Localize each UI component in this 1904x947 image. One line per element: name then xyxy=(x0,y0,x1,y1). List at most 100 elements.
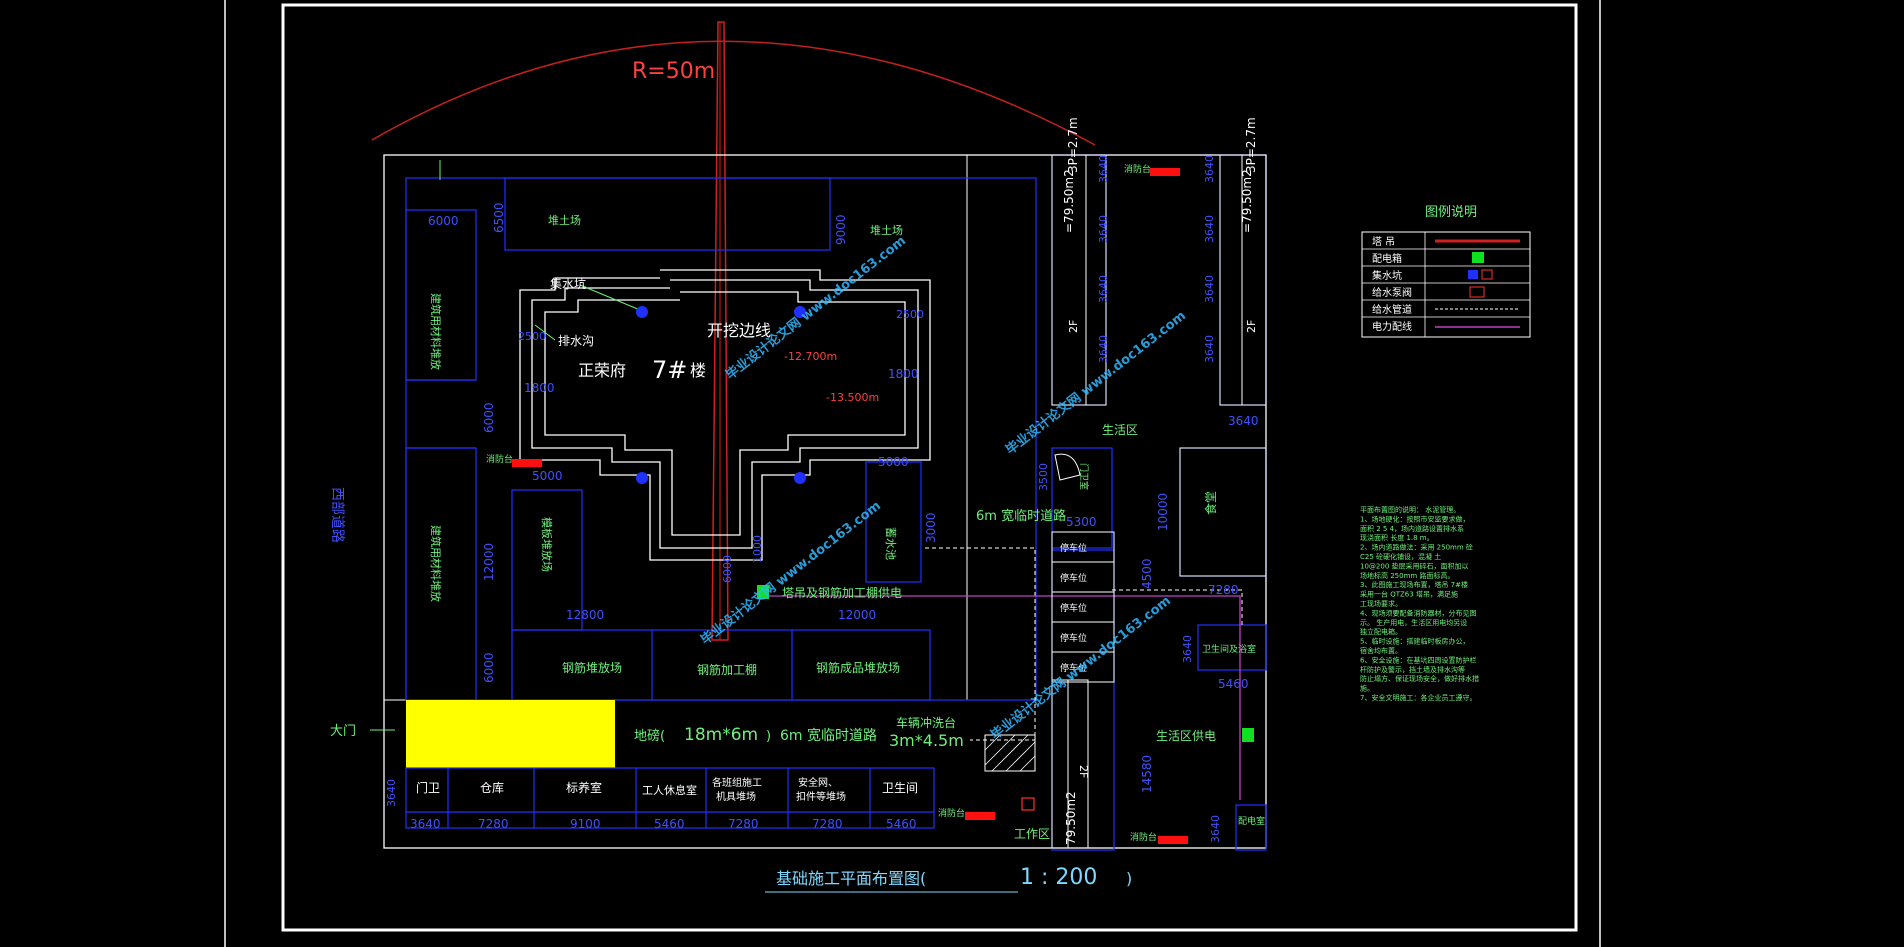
power-room-label: 配电室 xyxy=(1238,815,1265,827)
bottom-buildings xyxy=(405,767,935,829)
legend-label-0: 塔 吊 xyxy=(1372,235,1395,248)
dim-6000-left: 6000 xyxy=(482,402,496,433)
note-line: 防止塌方、保证现场安全，做好排水措 xyxy=(1360,674,1479,683)
living-power-label: 生活区供电 xyxy=(1156,729,1216,743)
dim-3640-toilet: 3640 xyxy=(1181,635,1194,663)
sump-marker-1 xyxy=(636,306,648,318)
sump-marker-2 xyxy=(794,306,806,318)
fire-label-2: 消防台 xyxy=(1124,163,1151,175)
dorm-right-span: 3P=2.7m xyxy=(1244,117,1258,173)
building-name: 正荣府 xyxy=(578,361,626,380)
note-line: 7、安全文明施工：各企业员工遵守。 xyxy=(1360,693,1476,702)
dim-3000: 3000 xyxy=(924,512,938,543)
west-road-label: 西部道路 xyxy=(329,487,345,543)
dim-3640-gate: 3640 xyxy=(385,779,398,807)
note-line: 2、场内道路做法：采用 250mm 砼 xyxy=(1360,543,1473,552)
excavation-line-label: 开挖边线 xyxy=(707,321,771,340)
excavation-outline xyxy=(519,269,931,561)
legend-box-symbol xyxy=(1472,252,1484,263)
rebar-product-label: 钢筋成品堆放场 xyxy=(816,660,900,675)
wash-bay xyxy=(984,734,1036,772)
bottom-cell-1: 门卫 xyxy=(416,780,440,795)
dorm-bottom-area: 79.50m2 xyxy=(1064,791,1078,845)
dim-1800-right: 1800 xyxy=(888,367,919,381)
note-line: 杆防护及警示，挡土墙及排水沟等 xyxy=(1360,665,1465,674)
dim-12000-bottom: 12000 xyxy=(838,608,876,622)
dim-2500-right: 2500 xyxy=(896,308,924,321)
fire-label-1: 消防台 xyxy=(486,453,513,465)
leader-lines xyxy=(370,160,641,731)
dorm-right-floor: 2F xyxy=(1245,320,1258,333)
dorm-left-floor: 2F xyxy=(1067,320,1080,333)
bottom-cell-2: 仓库 xyxy=(480,780,504,795)
dim-7280-right: 7280 xyxy=(1208,583,1239,597)
legend-label-4: 给水管道 xyxy=(1372,303,1412,316)
legend-valve-symbol xyxy=(1469,286,1485,298)
road-6m-right-label: 6m 宽临时道路 xyxy=(976,508,1066,524)
road-size-label: 18m*6m xyxy=(684,725,758,745)
drawing-frame xyxy=(281,3,1578,932)
sump-marker-4 xyxy=(794,472,806,484)
road-6m-bottom-label: 6m 宽临时道路 xyxy=(780,727,877,744)
dim-4500: 4500 xyxy=(1140,558,1154,589)
dim-dorm-r-2: 3640 xyxy=(1203,215,1216,243)
dorm-left-area: =79.50m2 xyxy=(1062,169,1076,233)
dim-2500-left: 2500 xyxy=(518,330,546,343)
construction-notes: 平面布置图的说明： 水泥管理。1、场地硬化：按照市安监要求做，面积 2 5 4，… xyxy=(1360,505,1479,702)
wash-size-label: 3m*4.5m xyxy=(889,731,964,750)
note-line: 面积 2 5 4，场内道路设置排水系 xyxy=(1360,524,1464,533)
bottom-dim-3: 9100 xyxy=(570,817,601,831)
dim-5300: 5300 xyxy=(1066,515,1097,529)
parking-slot-5: 停车位 xyxy=(1060,662,1087,674)
bottom-cell-6-b: 扣件等堆场 xyxy=(796,790,846,803)
dim-dorm-r-3: 3640 xyxy=(1203,275,1216,303)
level-label-1: -12.700m xyxy=(784,350,837,363)
dorm-left-span: 3P=2.7m xyxy=(1066,117,1080,173)
rebar-pile-label: 钢筋堆放场 xyxy=(562,660,622,675)
dim-6500: 6500 xyxy=(492,202,506,233)
sump-marker-3 xyxy=(636,472,648,484)
dim-10000: 10000 xyxy=(1156,493,1170,531)
water-valve xyxy=(1021,797,1035,811)
toilet-label: 卫生间及浴室 xyxy=(1202,643,1256,655)
legend-sump-symbol-2 xyxy=(1481,269,1493,280)
rebar-shed-label: 钢筋加工棚 xyxy=(697,662,757,677)
crane-power-label: 塔吊及钢筋加工棚供电 xyxy=(782,585,902,600)
material-left-bottom-label: 建筑用材料堆放 xyxy=(429,525,443,602)
dim-12000-left: 12000 xyxy=(482,543,496,581)
dim-6000-top: 6000 xyxy=(428,214,459,228)
legend-sump-symbol xyxy=(1468,270,1478,279)
drain-label: 排水沟 xyxy=(558,334,594,348)
distribution-box-2 xyxy=(1242,728,1254,742)
template-area-label: 模板堆放场 xyxy=(540,517,554,572)
bottom-dim-1: 3640 xyxy=(410,817,441,831)
bottom-dim-5: 7280 xyxy=(728,817,759,831)
note-line: 场地标高 250mm 路面标高。 xyxy=(1360,571,1454,580)
legend: 图例说明 塔 吊 配电箱 集水坑 给水泵阀 给水管道 电力配线 xyxy=(1361,205,1531,338)
work-zone-label: 工作区 xyxy=(1014,827,1050,841)
drawing-title: 基础施工平面布置图( xyxy=(776,869,926,888)
soil-area-label: 堆土场 xyxy=(548,213,581,227)
gate-label: 大门 xyxy=(330,724,356,739)
dim-12800: 12800 xyxy=(566,608,604,622)
legend-title: 图例说明 xyxy=(1425,205,1477,220)
parking-slot-4: 停车位 xyxy=(1060,632,1087,644)
dim-5000-right: 5000 xyxy=(878,455,909,469)
watermark-1: 毕业设计论文网 www.doc163.com xyxy=(1003,308,1189,458)
dim-dorm-l-3: 3640 xyxy=(1097,275,1110,303)
watermark-3: 毕业设计论文网 www.doc163.com xyxy=(988,593,1174,743)
dim-3640-right: 3640 xyxy=(1228,414,1259,428)
parking-slot-2: 停车位 xyxy=(1060,572,1087,584)
bottom-cell-5-a: 各班组施工 xyxy=(712,776,762,789)
legend-label-3: 给水泵阀 xyxy=(1372,286,1412,299)
note-line: 10@200 垫层采用碎石，面积加以 xyxy=(1360,561,1469,570)
bottom-cell-5-b: 机具堆场 xyxy=(716,790,756,803)
fire-box-1 xyxy=(512,459,542,467)
dim-3500: 3500 xyxy=(1037,463,1050,491)
building-number: 7# xyxy=(652,356,687,384)
bottom-cell-3: 标养室 xyxy=(566,780,602,795)
guard-post-label: 门卫室 xyxy=(1078,463,1090,490)
note-line: C25 砼硬化铺设，混凝 土 xyxy=(1360,552,1441,561)
